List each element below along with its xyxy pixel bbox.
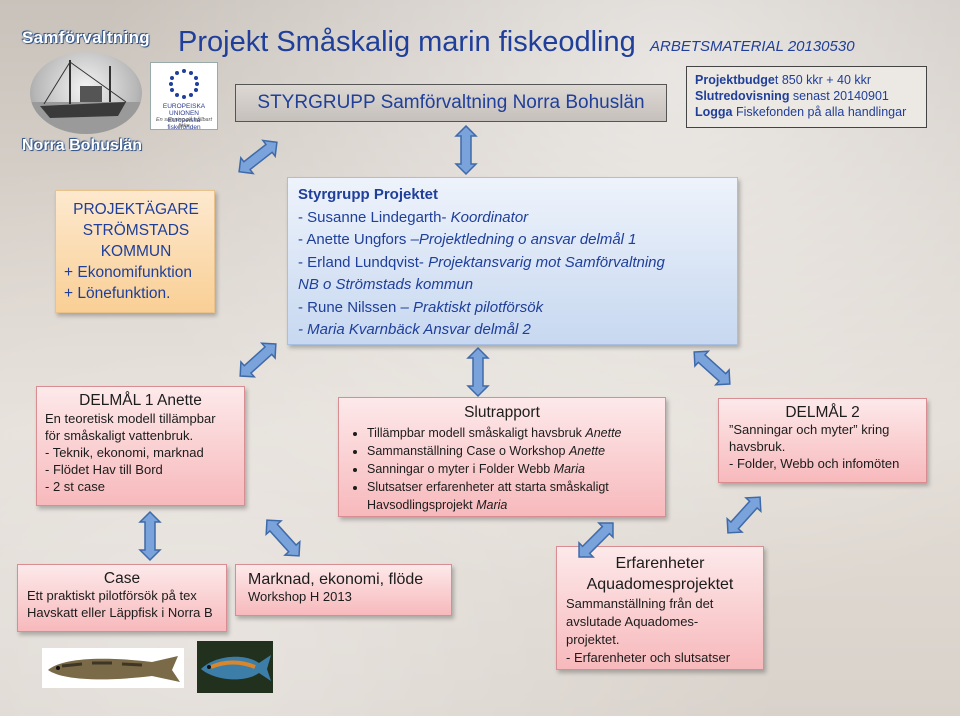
arrow-delmal2-erfarenheter [719, 489, 769, 541]
delmal-1-box: DELMÅL 1 Anette En teoretisk modell till… [36, 386, 245, 506]
arrow-slutrapport-erfarenheter [571, 515, 621, 565]
arrow-delmal1-case [139, 511, 161, 561]
arrow-owner-styrgrupp [232, 133, 284, 181]
delmal-2-box: DELMÅL 2 ”Sanningar och myter” kring hav… [718, 398, 927, 483]
arrow-styrgrupp-project [455, 125, 477, 175]
page-title: Projekt Småskalig marin fiskeodling [178, 26, 636, 58]
eu-stars-icon [159, 67, 209, 101]
erfarenheter-box: Erfarenheter Aquadomesprojektet Sammanst… [556, 546, 764, 670]
styrgrupp-box: STYRGRUPP Samförvaltning Norra Bohuslän [235, 84, 667, 122]
eu-logo: EUROPEISKA UNIONEN Europeiska fiskefonde… [150, 62, 218, 131]
project-steering-box: Styrgrupp Projektet - Susanne Lindegarth… [287, 177, 738, 345]
project-owner-box: PROJEKTÄGARE STRÖMSTADS KOMMUN + Ekonomi… [55, 190, 215, 313]
arrow-project-delmal1 [232, 335, 284, 385]
arrow-project-delmal2 [686, 343, 738, 393]
slutrapport-box: Slutrapport Tillämpbar modell småskaligt… [338, 397, 666, 517]
wrasse-image [197, 641, 273, 693]
logo-title: Samförvaltning [22, 28, 150, 47]
budget-box: Projektbudget 850 kkr + 40 kkr Slutredov… [686, 66, 927, 128]
wolffish-image [42, 648, 184, 688]
case-box: Case Ett praktiskt pilotförsök på tex Ha… [17, 564, 227, 632]
eu-logo-caption: EUROPEISKA UNIONEN Europeiska fiskefonde… [162, 103, 206, 131]
arrow-delmal1-marknad [258, 512, 308, 564]
page-subtitle: ARBETSMATERIAL 20130530 [650, 38, 855, 55]
logo-boat-image [30, 52, 142, 134]
eu-logo-tagline: En satsning på hållbart fiske [156, 117, 212, 129]
arrow-project-slutrapport [467, 347, 489, 397]
marknad-box: Marknad, ekonomi, flöde Workshop H 2013 [235, 564, 452, 616]
logo-subtitle: Norra Bohuslän [22, 137, 143, 154]
